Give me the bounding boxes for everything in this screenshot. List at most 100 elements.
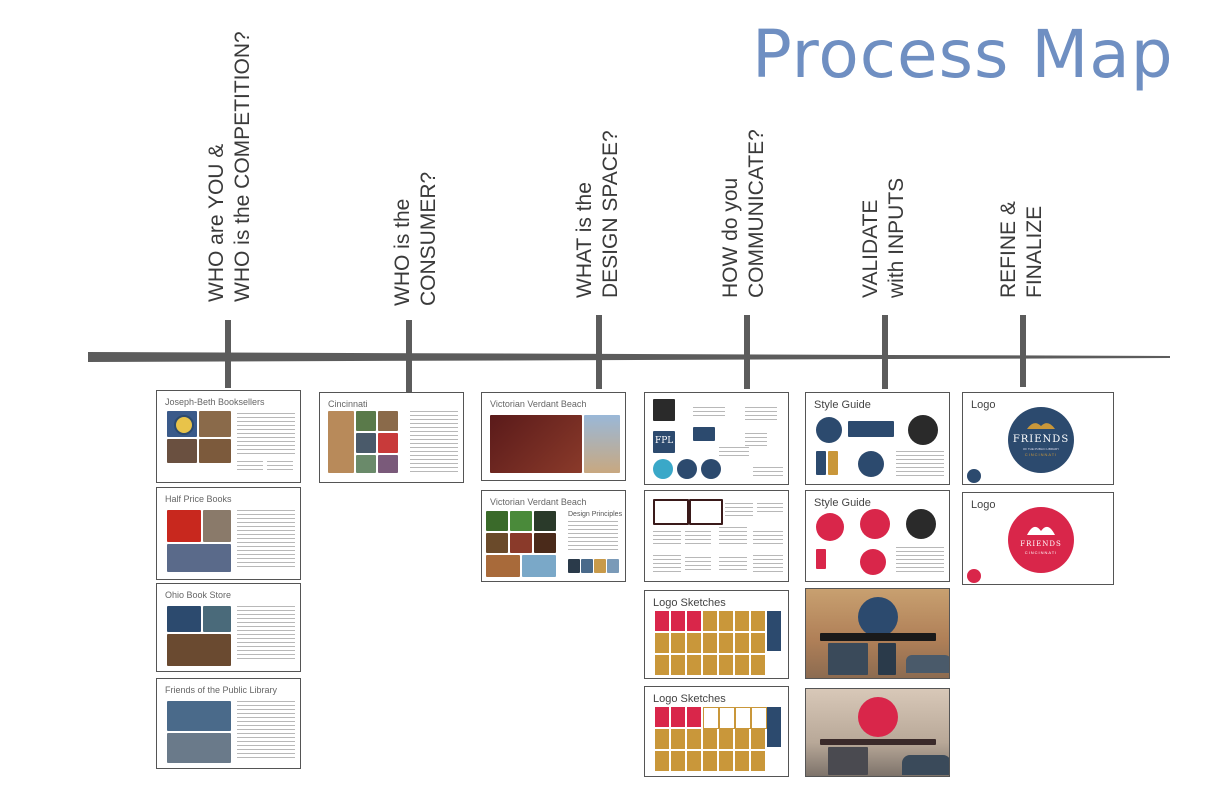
photo-thumbnail xyxy=(522,555,556,577)
logo-sketch xyxy=(677,459,697,479)
photo-thumbnail xyxy=(584,415,620,473)
card-title: Half Price Books xyxy=(165,494,232,504)
timeline-tick xyxy=(744,315,750,389)
sketch-tile xyxy=(735,729,749,749)
small-logo-mark xyxy=(967,569,981,583)
sketch-tile xyxy=(735,611,749,631)
photo-thumbnail xyxy=(167,439,197,463)
text-block xyxy=(753,531,783,545)
text-block xyxy=(757,503,783,513)
text-block xyxy=(685,531,711,545)
card-storefront-2[interactable] xyxy=(805,688,950,777)
card-title: Friends of the Public Library xyxy=(165,685,278,695)
sketch-tile xyxy=(735,633,749,653)
card-final-logo-1[interactable]: Logo FRIENDS OF THE PUBLIC LIBRARY CINCI… xyxy=(962,392,1114,485)
sketch-tile xyxy=(735,751,749,771)
timeline-tick xyxy=(406,320,412,392)
storefront-car xyxy=(902,755,949,775)
logo-sketch xyxy=(653,431,675,453)
photo-thumbnail xyxy=(167,701,231,731)
sketch-tile xyxy=(735,655,749,675)
storefront-logo xyxy=(858,697,898,737)
card-style-guide-2[interactable]: Style Guide xyxy=(805,490,950,582)
storefront-logo xyxy=(858,597,898,637)
photo-thumbnail xyxy=(510,533,532,553)
text-block xyxy=(693,407,725,419)
storefront-awning xyxy=(820,739,936,745)
logo-thumbnail xyxy=(848,421,894,437)
card-design-space-2[interactable]: Victorian Verdant Beach Design Principle… xyxy=(481,490,626,582)
sketch-tile xyxy=(751,729,765,749)
book-icon xyxy=(1027,423,1055,429)
stage-label-line: WHO is the xyxy=(391,198,414,306)
card-storefront-1[interactable] xyxy=(805,588,950,679)
card-communicate-1[interactable]: FPL xyxy=(644,392,789,485)
card-style-guide-1[interactable]: Style Guide xyxy=(805,392,950,485)
logo-sketch xyxy=(653,399,675,421)
text-block xyxy=(745,407,777,421)
card-competitor-4[interactable]: Friends of the Public Library xyxy=(156,678,301,769)
sketch-tile xyxy=(703,611,717,631)
photo-thumbnail xyxy=(167,634,231,666)
photo-thumbnail xyxy=(534,533,556,553)
card-logo-sketches-2[interactable]: Logo Sketches xyxy=(644,686,789,777)
sketch-tile xyxy=(655,751,669,771)
text-block xyxy=(725,503,753,517)
logo-subtitle: OF THE PUBLIC LIBRARY xyxy=(1022,447,1060,451)
card-consumer[interactable]: Cincinnati xyxy=(319,392,464,483)
timeline-tick xyxy=(1020,315,1026,387)
timeline-tick xyxy=(882,315,888,389)
photo-thumbnail xyxy=(167,544,231,572)
text-block xyxy=(653,531,681,545)
photo-thumbnail xyxy=(356,411,376,431)
sketch-tile xyxy=(703,655,717,675)
logo-sketch xyxy=(701,459,721,479)
logo-city: CINCINNATI xyxy=(1024,550,1058,555)
card-competitor-1[interactable]: Joseph-Beth Booksellers xyxy=(156,390,301,483)
card-competitor-3[interactable]: Ohio Book Store xyxy=(156,583,301,672)
fpl-mark: FPL xyxy=(655,436,674,446)
text-block xyxy=(653,555,681,573)
timeline-tick xyxy=(596,315,602,389)
sketch-tile xyxy=(751,633,765,653)
small-logo-mark xyxy=(967,469,981,483)
stage-label-line: HOW do you xyxy=(719,177,742,298)
book-icon xyxy=(1027,526,1055,535)
text-block xyxy=(719,527,747,545)
sketch-tile xyxy=(671,707,685,727)
photo-thumbnail xyxy=(378,455,398,473)
card-competitor-2[interactable]: Half Price Books xyxy=(156,487,301,580)
photo-thumbnail xyxy=(378,433,398,453)
stage-label-line: DESIGN SPACE? xyxy=(599,130,622,298)
card-title: Victorian Verdant Beach xyxy=(490,497,587,507)
sketch-tile xyxy=(655,655,669,675)
stage-label-line: WHO are YOU & xyxy=(205,143,228,302)
storefront-car xyxy=(906,655,949,673)
sketch-tile xyxy=(671,655,685,675)
sketch-tile xyxy=(751,611,765,631)
color-swatch xyxy=(816,451,826,475)
storefront-awning xyxy=(820,633,936,641)
timeline-tick xyxy=(225,320,231,388)
timeline-axis xyxy=(88,352,1170,362)
photo-thumbnail xyxy=(378,411,398,431)
card-title: Joseph-Beth Booksellers xyxy=(165,397,265,407)
text-block xyxy=(896,451,944,477)
photo-thumbnail xyxy=(167,510,201,542)
sketch-tile xyxy=(719,751,733,771)
text-block xyxy=(237,510,295,570)
sketch-tile xyxy=(751,751,765,771)
photo-thumbnail xyxy=(199,411,231,437)
card-design-space-1[interactable]: Victorian Verdant Beach xyxy=(481,392,626,481)
sketch-tile xyxy=(703,707,719,729)
logo-thumbnail xyxy=(174,415,194,435)
photo-thumbnail xyxy=(199,439,231,463)
card-logo-sketches-1[interactable]: Logo Sketches xyxy=(644,590,789,679)
stage-label-line: VALIDATE xyxy=(859,199,882,298)
text-block xyxy=(267,461,293,473)
stage-label-line: WHO is the COMPETITION? xyxy=(231,31,254,302)
card-communicate-2[interactable] xyxy=(644,490,789,582)
logo-thumbnail xyxy=(860,549,886,575)
card-final-logo-2[interactable]: Logo FRIENDS CINCINNATI xyxy=(962,492,1114,585)
text-block xyxy=(237,413,295,455)
